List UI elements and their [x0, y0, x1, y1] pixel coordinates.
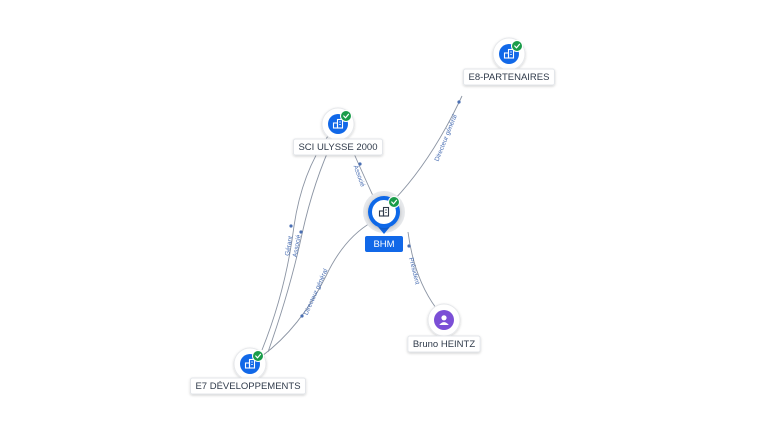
person-icon [439, 315, 449, 325]
edge-label: Directeur général [303, 267, 330, 316]
edge-bhm-e8: Directeur général [393, 95, 463, 201]
building-icon [503, 48, 515, 59]
node-label-box [407, 335, 481, 353]
edge-arrow-dot [407, 244, 411, 248]
edge-arrow-dot [358, 162, 362, 166]
node-label: Bruno HEINTZ [413, 339, 475, 350]
building-icon [244, 358, 256, 369]
edge-sci-e7: Gérant [261, 135, 329, 351]
node-sci[interactable]: SCI ULYSSE 2000 [292, 107, 384, 156]
node-bhm[interactable]: BHM [363, 191, 405, 252]
edge-sci-e7: Associé [267, 137, 335, 353]
building-icon [378, 206, 390, 217]
edge-label: Directeur général [434, 113, 459, 162]
edge-line [393, 95, 463, 201]
node-label-box [189, 377, 307, 395]
node-label: E8-PARTENAIRES [469, 72, 550, 83]
edge-line [407, 231, 437, 309]
node-label: SCI ULYSSE 2000 [298, 142, 377, 153]
node-bruno[interactable]: Bruno HEINTZ [407, 303, 481, 353]
edge-arrow-dot [289, 224, 293, 228]
edge-arrow-dot [299, 230, 303, 234]
node-label: E7 DÉVELOPPEMENTS [195, 381, 300, 392]
building-icon [332, 118, 344, 129]
edge-arrow-dot [457, 100, 461, 104]
node-label-box [292, 138, 384, 156]
edge-label: Président [407, 257, 420, 286]
edge-line [261, 135, 329, 351]
node-e8[interactable]: E8-PARTENAIRES [463, 37, 555, 86]
check-badge-icon [340, 110, 352, 122]
node-label-box [463, 68, 555, 86]
edge-line [261, 221, 373, 357]
node-e7[interactable]: E7 DÉVELOPPEMENTS [189, 347, 307, 395]
edge-arrow-dot [300, 314, 304, 318]
check-badge-icon [388, 196, 400, 208]
edge-label: Gérant [284, 235, 294, 256]
check-badge-icon [252, 350, 264, 362]
edge-label: Associé [292, 234, 303, 258]
edge-e7-bhm: Directeur général [261, 221, 373, 357]
node-label: BHM [373, 239, 394, 250]
edge-bruno-bhm: Président [407, 231, 437, 309]
check-badge-icon [511, 40, 523, 52]
main-node-label-box [365, 236, 403, 252]
edge-line [267, 137, 335, 353]
